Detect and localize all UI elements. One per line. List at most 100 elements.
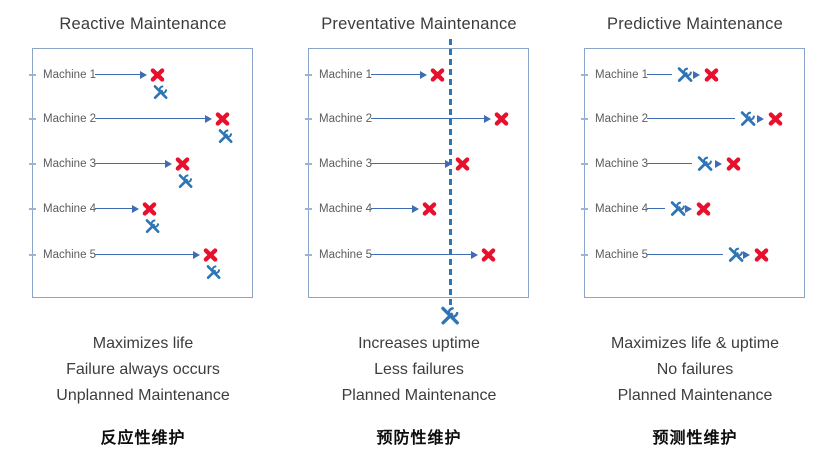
row-tick	[581, 254, 588, 256]
caption-line: Less failures	[374, 361, 464, 378]
caption-line: No failures	[656, 361, 734, 378]
timeline-arrow-line	[647, 163, 692, 165]
machine-label: Machine 2	[595, 113, 649, 125]
caption-line: Planned Maintenance	[341, 387, 497, 404]
wrench-screwdriver-icon	[143, 217, 162, 235]
wrench-screwdriver-icon	[695, 154, 715, 173]
caption-line: Maximizes life & uptime	[610, 335, 780, 352]
wrench-screwdriver-icon	[726, 245, 746, 264]
arrowhead-icon	[412, 205, 419, 213]
row-tick	[581, 163, 588, 165]
red-x-icon	[695, 201, 712, 217]
arrowhead-icon	[715, 160, 722, 168]
arrowhead-icon	[420, 71, 427, 79]
timeline-arrow-line	[371, 74, 420, 76]
arrowhead-icon	[205, 115, 212, 123]
machine-label: Machine 3	[595, 158, 649, 170]
red-x-icon	[174, 156, 191, 172]
wrench-screwdriver-icon	[216, 127, 235, 145]
timeline-arrow-line	[371, 254, 471, 256]
wrench-screwdriver-icon	[738, 109, 758, 128]
row-tick	[305, 163, 312, 165]
caption-line: Increases uptime	[358, 335, 480, 352]
wrench-screwdriver-icon	[675, 65, 695, 84]
timeline-arrow-line	[95, 163, 165, 165]
arrowhead-icon	[165, 160, 172, 168]
row-tick	[581, 74, 588, 76]
red-x-icon	[421, 201, 438, 217]
wrench-screwdriver-icon	[668, 199, 688, 218]
arrowhead-icon	[757, 115, 764, 123]
arrowhead-icon	[685, 205, 692, 213]
red-x-icon	[480, 247, 497, 263]
machine-label: Machine 5	[43, 249, 97, 261]
wrench-screwdriver-icon	[176, 172, 195, 190]
timeline-arrow-line	[95, 254, 193, 256]
machine-label: Machine 1	[319, 69, 373, 81]
machine-label: Machine 5	[595, 249, 649, 261]
panel-preventative: Preventative Maintenance Machine 1 Machin…	[281, 0, 557, 457]
row-tick	[29, 208, 36, 210]
red-x-icon	[202, 247, 219, 263]
caption-line: Maximizes life	[92, 335, 194, 352]
row-tick	[29, 163, 36, 165]
red-x-icon	[454, 156, 471, 172]
red-x-icon	[493, 111, 510, 127]
machine-label: Machine 1	[595, 69, 649, 81]
timeline-arrow-line	[371, 118, 484, 120]
machine-label: Machine 4	[319, 203, 373, 215]
arrowhead-icon	[693, 71, 700, 79]
timeline-arrow-line	[95, 74, 140, 76]
caption-line: Planned Maintenance	[617, 387, 773, 404]
timeline-arrow-line	[95, 208, 132, 210]
arrowhead-icon	[471, 251, 478, 259]
panel-captions: Maximizes life & uptime No failures Plan…	[557, 331, 831, 409]
wrench-screwdriver-icon	[151, 83, 170, 101]
row-tick	[305, 208, 312, 210]
machine-label: Machine 3	[43, 158, 97, 170]
arrowhead-icon	[445, 160, 452, 168]
arrowhead-icon	[193, 251, 200, 259]
machine-label: Machine 4	[43, 203, 97, 215]
timeline-arrow-line	[371, 208, 412, 210]
red-x-icon	[429, 67, 446, 83]
arrowhead-icon	[132, 205, 139, 213]
red-x-icon	[141, 201, 158, 217]
row-tick	[29, 74, 36, 76]
red-x-icon	[214, 111, 231, 127]
wrench-screwdriver-icon	[438, 304, 462, 327]
arrowhead-icon	[484, 115, 491, 123]
panel-caption-chinese: 预防性维护	[376, 430, 462, 447]
timeline-arrow-line	[95, 118, 205, 120]
machine-label: Machine 4	[595, 203, 649, 215]
machine-timeline-box: Machine 1 Machine 2 Machine 3 Machine 4 Mach…	[29, 48, 253, 298]
timeline-arrow-line	[371, 163, 445, 165]
red-x-icon	[725, 156, 742, 172]
row-tick	[581, 118, 588, 120]
timeline-arrow-line	[647, 118, 735, 120]
panel-title: Preventative Maintenance	[321, 15, 517, 33]
row-tick	[29, 254, 36, 256]
machine-label: Machine 1	[43, 69, 97, 81]
red-x-icon	[149, 67, 166, 83]
panel-title: Reactive Maintenance	[59, 15, 227, 33]
machine-label: Machine 2	[43, 113, 97, 125]
timeline-arrow-line	[647, 74, 672, 76]
panel-caption-chinese: 反应性维护	[100, 430, 186, 447]
machine-label: Machine 2	[319, 113, 373, 125]
caption-line: Failure always occurs	[66, 361, 220, 378]
scheduled-maintenance-divider-line	[448, 39, 452, 306]
panel-captions: Increases uptime Less failures Planned M…	[281, 331, 557, 409]
wrench-screwdriver-icon	[204, 263, 223, 281]
machine-timeline-box: Machine 1 Machine 2 Machine 3 Machine 4 Mach…	[581, 48, 805, 298]
arrowhead-icon	[743, 251, 750, 259]
panel-title: Predictive Maintenance	[607, 15, 783, 33]
red-x-icon	[753, 247, 770, 263]
red-x-icon	[767, 111, 784, 127]
row-tick	[581, 208, 588, 210]
timeline-arrow-line	[647, 254, 723, 256]
row-tick	[305, 254, 312, 256]
